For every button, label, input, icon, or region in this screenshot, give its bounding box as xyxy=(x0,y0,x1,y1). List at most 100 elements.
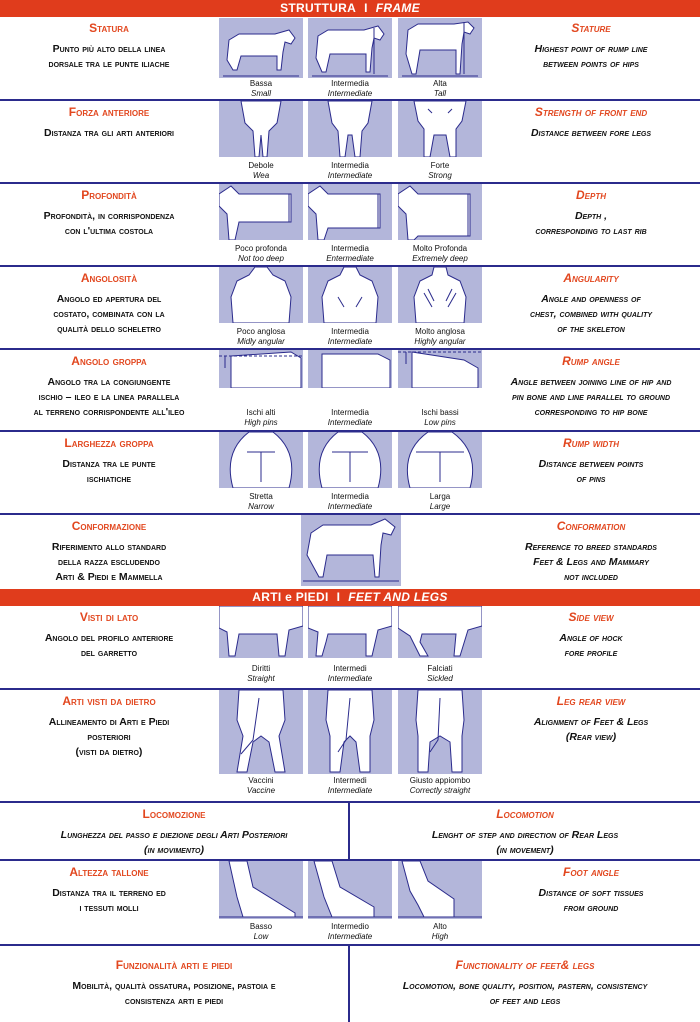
trait-title-en: Stature xyxy=(571,21,611,35)
trait-title-it: Profondità xyxy=(81,188,137,202)
illustration-depth-shallow xyxy=(219,184,303,240)
illustration-rear-straight xyxy=(398,690,482,774)
caption-en: Intermediate xyxy=(327,786,373,795)
caption-en: Strong xyxy=(428,171,452,180)
trait-desc-en: Angle and openness of chest, combined wi… xyxy=(529,293,653,335)
trait-title-en: Foot angle xyxy=(563,865,619,879)
caption-en: Intermediate xyxy=(327,337,373,346)
trait-title-it: Statura xyxy=(89,21,129,35)
trait-desc-it: Distanza tra le punte ischiatiche xyxy=(62,458,156,485)
divider xyxy=(0,265,700,267)
trait-title-it: Altezza tallone xyxy=(69,865,149,879)
trait-title-en: Rump width xyxy=(563,436,619,450)
caption-en: Sickled xyxy=(427,674,453,683)
caption-it: Intermedia xyxy=(331,492,369,501)
trait-desc-en: Angle between joining line of hip and pi… xyxy=(510,376,672,418)
trait-title-en: Side view xyxy=(568,610,614,624)
trait-en: Stature Highest point of rump line betwe… xyxy=(486,17,696,72)
caption-it: Molto Profonda xyxy=(412,244,468,253)
illustration-rump-low-pins xyxy=(398,350,482,388)
caption-it: Molto anglosa xyxy=(415,327,465,336)
caption-it: Ischi bassi xyxy=(421,408,459,417)
trait-en: Functionality of feet& legs Locomotion, … xyxy=(354,954,696,1009)
trait-title-en: Depth xyxy=(575,188,606,202)
caption-it: Stretta xyxy=(249,492,273,501)
trait-it: Locomozione Lunghezza del passo e diezio… xyxy=(4,803,344,858)
trait-desc-en: Locomotion, bone quality, position, past… xyxy=(402,980,648,1007)
caption-it: Giusto appiombo xyxy=(409,776,471,785)
divider xyxy=(0,688,700,690)
caption-en: Intermediate xyxy=(327,171,373,180)
caption-it: Ischi alti xyxy=(246,408,276,417)
caption-it: Intermedi xyxy=(333,664,367,673)
illustration-rump-width-narrow xyxy=(219,432,303,488)
trait-desc-it: Allineamento di Arti e Piedi posteriori … xyxy=(48,716,170,758)
trait-desc-it: Mobilità, qualità ossatura, posizione, p… xyxy=(72,980,276,1007)
trait-title-en: Conformation xyxy=(556,519,626,533)
trait-desc-en: Lenght of step and direction of Rear Leg… xyxy=(431,829,619,856)
trait-it: Funzionalità arti e piedi Mobilità, qual… xyxy=(4,954,344,1009)
caption-it: Forte xyxy=(430,161,450,170)
trait-desc-it: Angolo del profilo anteriore del garrett… xyxy=(44,632,174,659)
trait-title-it: Locomozione xyxy=(142,807,206,821)
trait-desc-it: Profondità, in corrispondenza con l'ulti… xyxy=(43,210,175,237)
section-header-separator: I xyxy=(364,1,368,15)
illustration-foot-intermediate xyxy=(308,861,392,919)
illustration-rear-cow-hocked xyxy=(219,690,303,774)
caption-en: Narrow xyxy=(248,502,274,511)
caption-it: Alta xyxy=(433,79,447,88)
caption-it: Vaccini xyxy=(248,776,274,785)
illustration-conformation xyxy=(301,515,401,586)
caption-en: Straight xyxy=(247,674,275,683)
caption-en: Highly angular xyxy=(414,337,466,346)
caption-en: Small xyxy=(250,89,271,98)
caption-it: Poco anglosa xyxy=(236,327,286,336)
illustration-front-intermediate xyxy=(308,101,392,157)
illustration-rump-width-intermediate xyxy=(308,432,392,488)
illustration-rump-width-wide xyxy=(398,432,482,488)
trait-row-functionality: Funzionalità arti e piedi Mobilità, qual… xyxy=(0,946,700,1022)
illustration-foot-high xyxy=(398,861,482,919)
trait-title-en: Strength of front end xyxy=(534,105,648,119)
trait-title-en: Rump angle xyxy=(562,354,620,368)
caption-it: Intermedia xyxy=(331,408,369,417)
trait-title-it: Larghezza groppa xyxy=(64,436,154,450)
divider xyxy=(0,944,700,946)
trait-desc-en: Distance of soft tissues from ground xyxy=(538,887,644,914)
illustration-stature-tall xyxy=(398,18,482,78)
illustration-foot-low xyxy=(219,861,303,919)
trait-title-en: Functionality of feet& legs xyxy=(455,958,595,972)
divider xyxy=(0,801,700,803)
trait-title-it: Angolosità xyxy=(80,271,138,285)
trait-row-locomotion: Locomozione Lunghezza del passo e diezio… xyxy=(0,803,700,859)
trait-desc-en: Angle of hock fore profile xyxy=(559,632,623,659)
caption-it: Alto xyxy=(433,922,447,931)
illustration-angularity-intermediate xyxy=(308,267,392,323)
caption-it: Bassa xyxy=(249,79,273,88)
caption-en: Large xyxy=(429,502,451,511)
caption-it: Intermedia xyxy=(331,327,369,336)
caption-en: Intermediate xyxy=(327,502,373,511)
trait-desc-en: Alignment of Feet & Legs (Rear view) xyxy=(533,716,649,743)
